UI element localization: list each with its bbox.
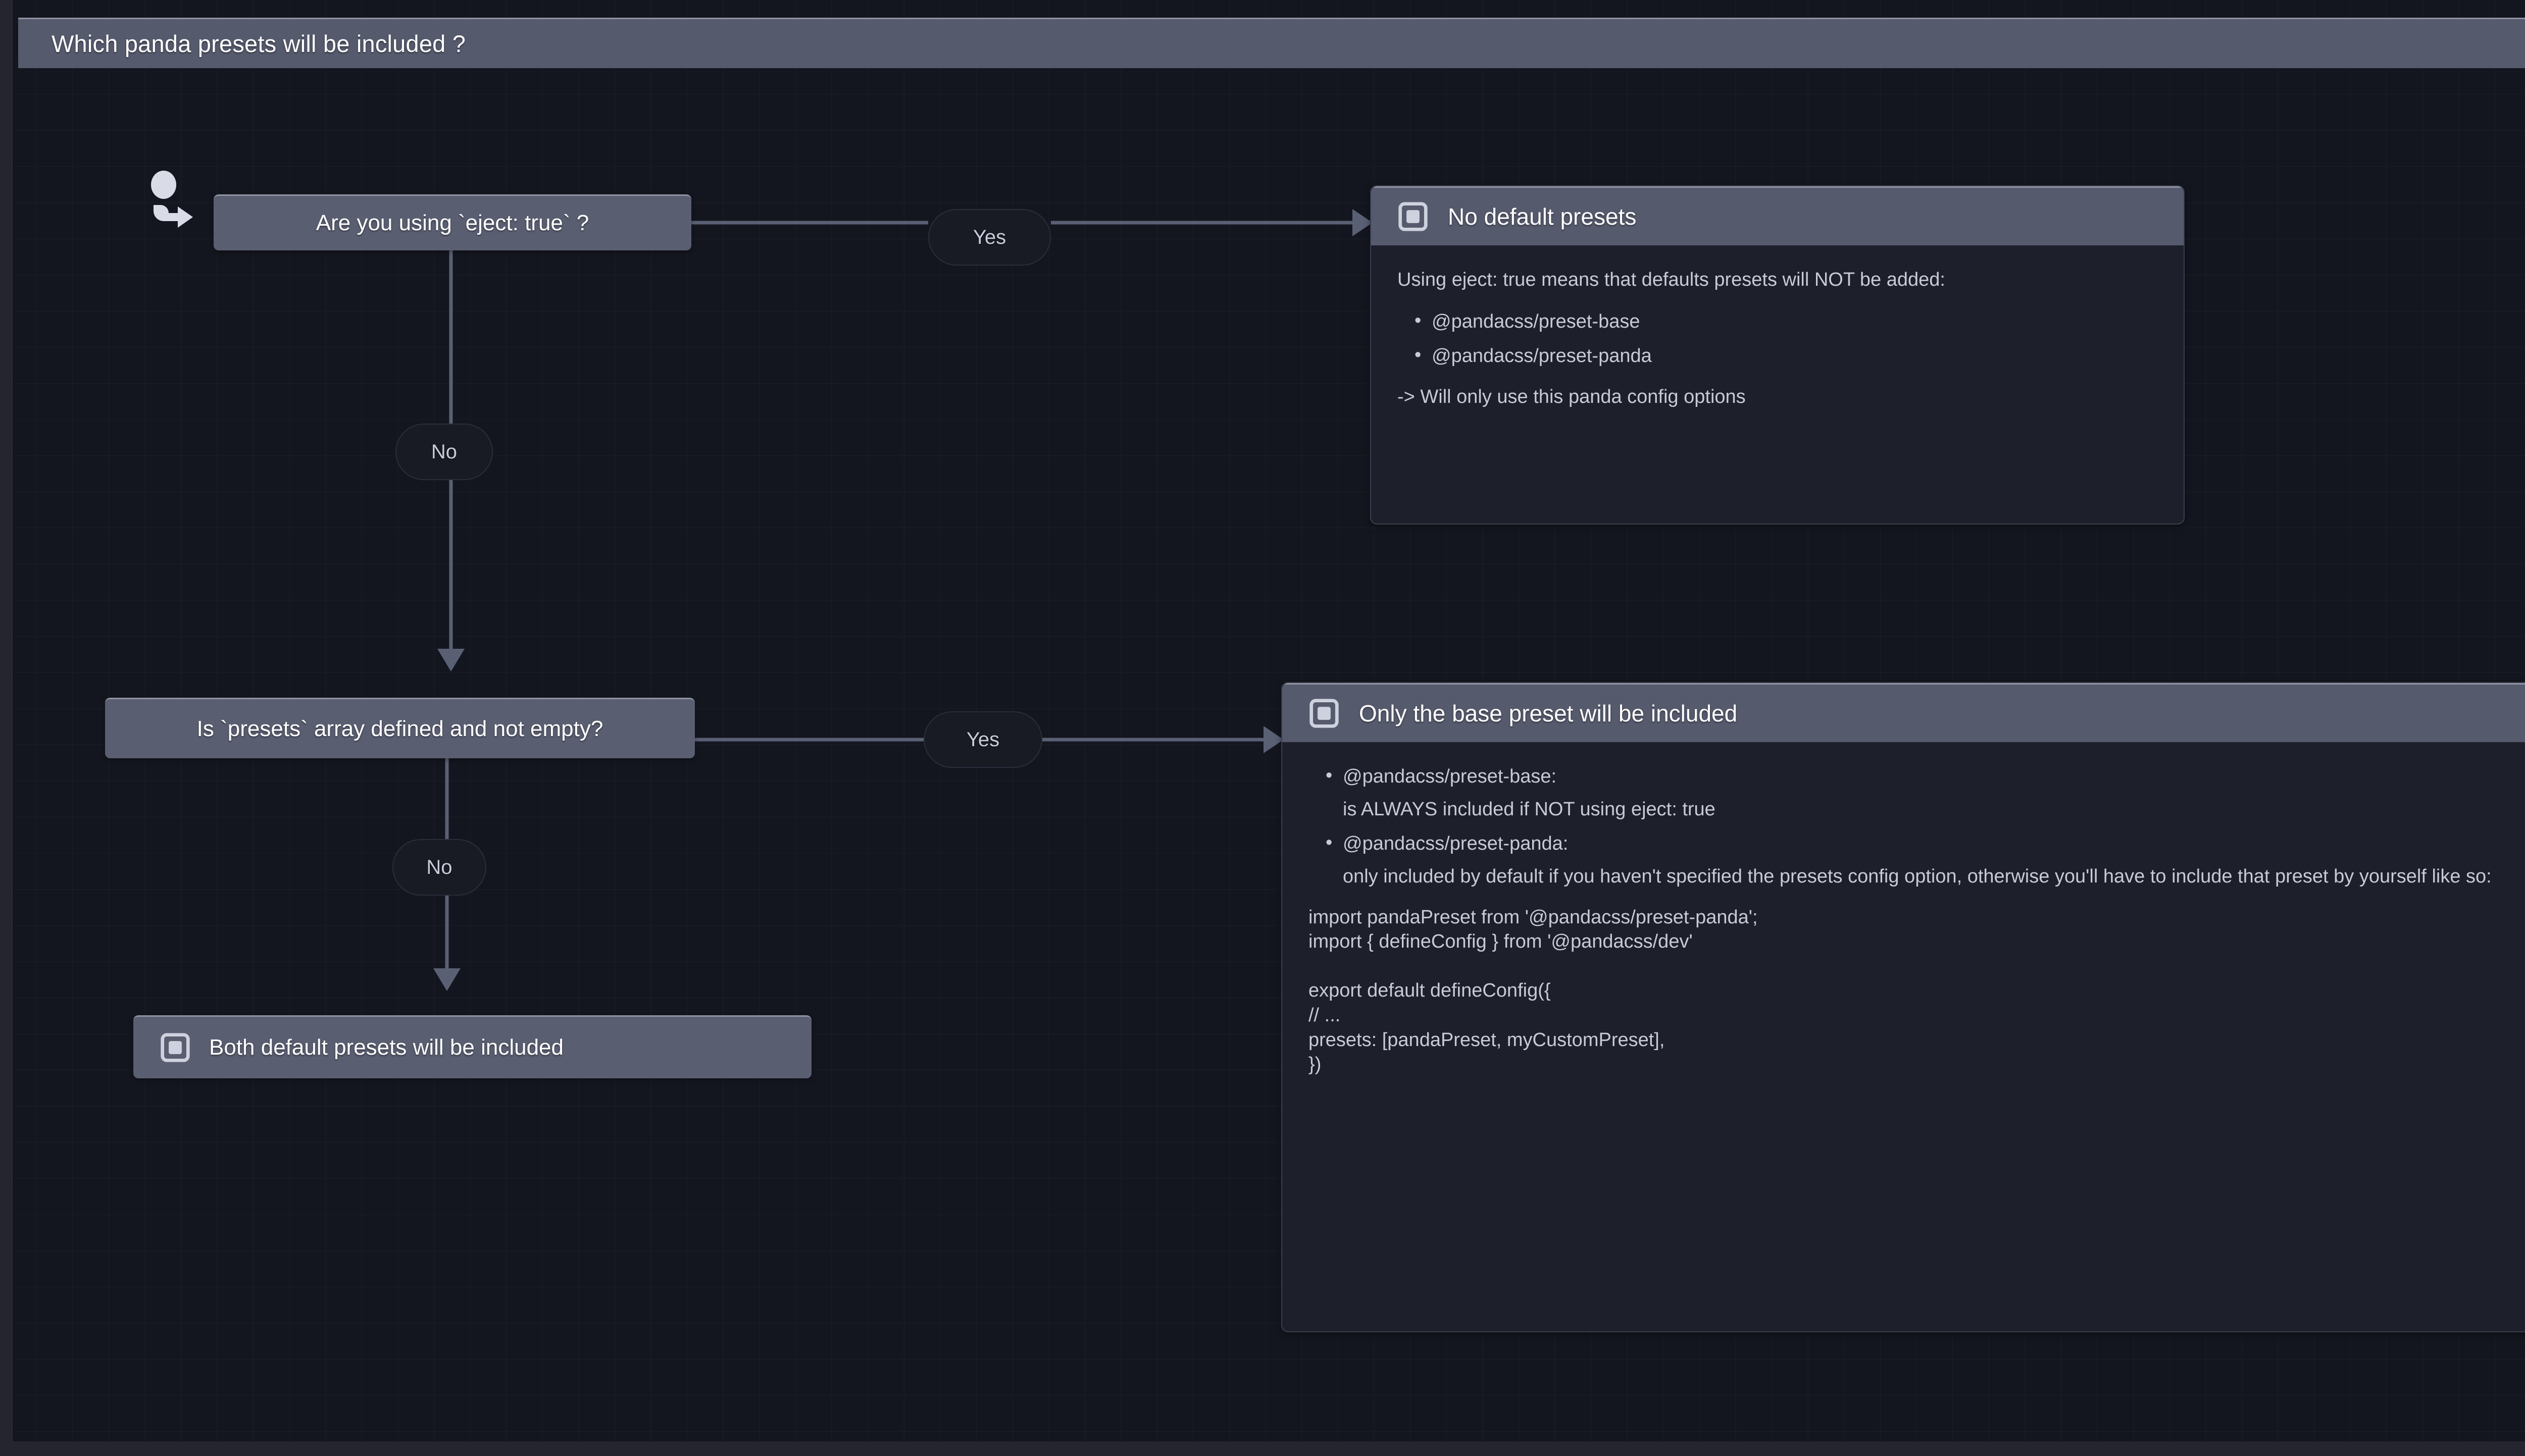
edge-label-yes-1-text: Yes bbox=[973, 226, 1006, 248]
edge-label-no-2: No bbox=[392, 839, 486, 896]
code-line: // ... bbox=[1308, 1005, 1341, 1026]
panel-no-default-presets-body: Using eject: true means that defaults pr… bbox=[1371, 245, 2184, 430]
panel-no-default-presets: No default presets Using eject: true mea… bbox=[1370, 185, 2185, 525]
edge-label-yes-2-text: Yes bbox=[966, 728, 1000, 751]
list-item: @pandacss/preset-panda: only included by… bbox=[1308, 830, 2525, 889]
list-item-term: @pandacss/preset-panda: bbox=[1343, 833, 1569, 855]
panel1-lead-text: Using eject: true means that defaults pr… bbox=[1397, 269, 1945, 290]
code-line bbox=[1308, 954, 2525, 979]
panel-only-base-preset: Only the base preset will be included @p… bbox=[1281, 682, 2525, 1332]
decision-node-presets-array[interactable]: Is `presets` array defined and not empty… bbox=[105, 698, 695, 758]
nested-square-icon bbox=[1398, 202, 1428, 231]
list-item-desc: is ALWAYS included if NOT using eject: t… bbox=[1343, 798, 1715, 820]
decision-node-eject-label: Are you using `eject: true` ? bbox=[316, 211, 589, 235]
list-item: @pandacss/preset-panda bbox=[1397, 343, 2157, 369]
terminal-node-both-presets[interactable]: Both default presets will be included bbox=[133, 1015, 812, 1078]
code-line: export default defineConfig({ bbox=[1308, 980, 1551, 1002]
edge-label-no-1: No bbox=[395, 424, 493, 480]
start-circle-arrow-icon bbox=[147, 170, 208, 235]
panel-no-default-presets-title: No default presets bbox=[1448, 203, 1637, 230]
list-item: @pandacss/preset-base bbox=[1397, 308, 2157, 334]
list-item: @pandacss/preset-base: is ALWAYS include… bbox=[1308, 763, 2525, 821]
nested-square-icon bbox=[161, 1033, 190, 1062]
arrowhead-d1-no bbox=[437, 649, 465, 671]
panel-only-base-preset-body: @pandacss/preset-base: is ALWAYS include… bbox=[1282, 742, 2525, 1097]
bottom-strip bbox=[0, 1441, 2525, 1456]
edge-label-yes-2: Yes bbox=[924, 711, 1042, 768]
decision-node-presets-array-label: Is `presets` array defined and not empty… bbox=[196, 716, 603, 741]
arrowhead-d1-yes bbox=[1352, 209, 1373, 236]
panel1-bullet-list: @pandacss/preset-base @pandacss/preset-p… bbox=[1397, 308, 2157, 369]
nested-square-icon bbox=[1309, 699, 1339, 728]
panel2-bullet-list: @pandacss/preset-base: is ALWAYS include… bbox=[1308, 763, 2525, 889]
terminal-node-both-presets-label: Both default presets will be included bbox=[209, 1035, 564, 1060]
code-line: import { defineConfig } from '@pandacss/… bbox=[1308, 931, 1693, 953]
list-item-desc: only included by default if you haven't … bbox=[1343, 865, 2492, 887]
arrowhead-d2-yes bbox=[1264, 726, 1284, 753]
panel2-code-block: import pandaPreset from '@pandacss/prese… bbox=[1308, 905, 2525, 1077]
arrowhead-d2-no bbox=[433, 968, 461, 991]
panel-no-default-presets-header: No default presets bbox=[1371, 186, 2184, 245]
panel-only-base-preset-title: Only the base preset will be included bbox=[1359, 700, 1738, 726]
panel-only-base-preset-header: Only the base preset will be included bbox=[1282, 683, 2525, 742]
decision-node-eject[interactable]: Are you using `eject: true` ? bbox=[214, 194, 691, 250]
panel1-footer-text: -> Will only use this panda config optio… bbox=[1397, 386, 1746, 407]
left-gutter bbox=[0, 0, 14, 1456]
edge-label-yes-1: Yes bbox=[928, 209, 1051, 266]
code-line: import pandaPreset from '@pandacss/prese… bbox=[1308, 906, 1758, 928]
page-title: Which panda presets will be included ? bbox=[18, 18, 2525, 68]
edge-label-no-1-text: No bbox=[431, 440, 458, 463]
edge-label-no-2-text: No bbox=[426, 856, 452, 878]
list-item-term: @pandacss/preset-base: bbox=[1343, 766, 1557, 787]
code-line: presets: [pandaPreset, myCustomPreset], bbox=[1308, 1029, 1665, 1051]
code-line: }) bbox=[1308, 1054, 1322, 1075]
page-title-text: Which panda presets will be included ? bbox=[52, 30, 466, 57]
